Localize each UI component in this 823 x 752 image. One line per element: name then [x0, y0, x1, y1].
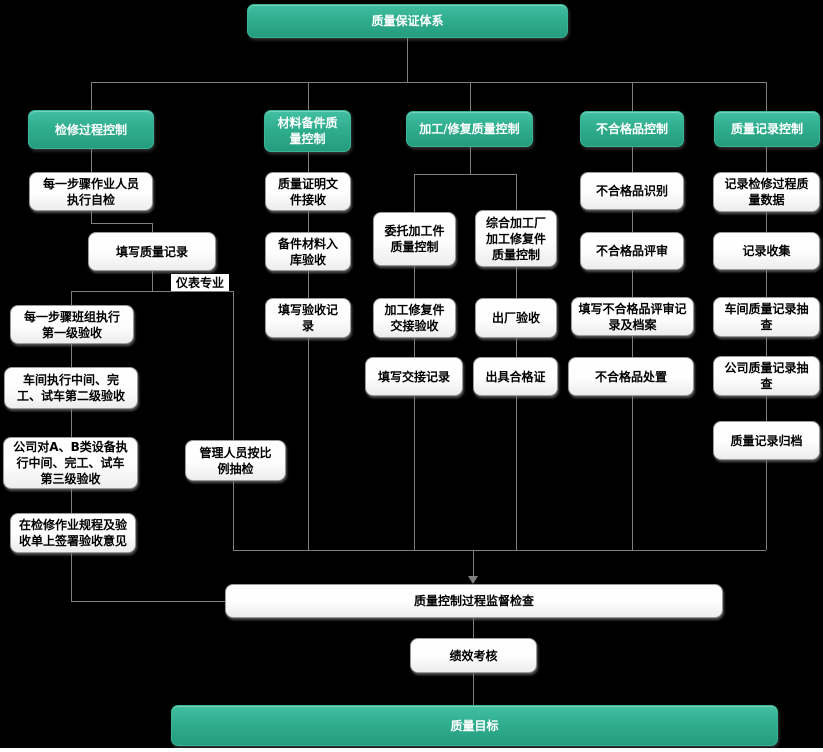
connector-line	[233, 481, 234, 550]
connector-line	[91, 82, 92, 110]
connector-line	[473, 550, 474, 577]
connector-line	[71, 409, 72, 437]
label-instrument-specialty: 仪表专业	[171, 274, 229, 291]
connector-line	[516, 396, 517, 550]
node-quality-goal: 质量目标	[171, 705, 778, 746]
connector-line	[632, 336, 633, 357]
connector-line	[766, 147, 767, 172]
connector-line	[470, 82, 471, 111]
connector-line	[71, 291, 72, 305]
node-quality-assurance-system: 质量保证体系	[247, 4, 568, 38]
node-quality-cert-doc-receipt: 质量证明文件接收	[265, 172, 351, 211]
header-nonconforming-control: 不合格品控制	[580, 111, 684, 147]
node-workshop-record-spot-check: 车间质量记录抽查	[713, 297, 820, 337]
connector-line	[91, 211, 92, 223]
connector-line	[414, 338, 415, 357]
merge-arrow-down	[468, 576, 478, 584]
connector-line	[233, 550, 766, 551]
header-overhaul-process-control: 检修过程控制	[28, 110, 154, 149]
node-nonconforming-disposal: 不合格品处置	[568, 357, 694, 396]
connector-line	[71, 291, 233, 292]
connector-line	[766, 337, 767, 356]
node-general-plant-repair-quality: 综合加工厂加工修复件质量控制	[475, 210, 557, 267]
connector-line	[766, 212, 767, 232]
node-supervision-inspection: 质量控制过程监督检查	[225, 584, 723, 618]
connector-line	[766, 82, 767, 111]
header-processing-repair-quality: 加工/修复质量控制	[406, 111, 533, 147]
connector-line	[632, 210, 633, 232]
connector-line	[516, 267, 517, 298]
connector-line	[516, 338, 517, 357]
connector-line	[632, 270, 633, 297]
connector-line	[414, 266, 415, 298]
connector-line	[71, 553, 72, 601]
node-factory-acceptance: 出厂验收	[475, 298, 557, 338]
connector-line	[414, 174, 415, 212]
connector-line	[91, 149, 92, 172]
connector-line	[71, 601, 225, 602]
node-fill-nonconforming-review-record: 填写不合格品评审记录及档案	[571, 297, 694, 336]
connector-line	[308, 271, 309, 298]
node-performance-assessment: 绩效考核	[410, 638, 537, 673]
node-workshop-second-level-acceptance: 车间执行中间、完工、试车第二级验收	[4, 367, 138, 409]
node-manager-sampling: 管理人员按比例抽检	[185, 440, 286, 481]
node-nonconforming-review: 不合格品评审	[580, 232, 684, 270]
connector-line	[766, 270, 767, 297]
connector-line	[766, 396, 767, 421]
node-fill-handover-record: 填写交接记录	[365, 357, 463, 396]
connector-line	[632, 82, 633, 111]
connector-line	[91, 223, 152, 224]
node-record-collection: 记录收集	[713, 232, 820, 270]
connector-line	[473, 618, 474, 638]
connector-line	[632, 147, 633, 172]
connector-line	[632, 396, 633, 550]
page-edge	[0, 748, 823, 752]
node-repair-parts-handover-acceptance: 加工修复件交接验收	[373, 298, 456, 338]
connector-line	[308, 152, 309, 172]
node-nonconforming-identification: 不合格品识别	[580, 172, 684, 210]
node-spare-material-warehouse-acceptance: 备件材料入库验收	[265, 232, 351, 271]
node-sign-acceptance-opinion: 在检修作业规程及验收单上签署验收意见	[10, 513, 136, 553]
node-fill-quality-record: 填写质量记录	[88, 232, 216, 271]
node-company-record-spot-check: 公司质量记录抽查	[713, 356, 820, 396]
connector-line	[308, 82, 309, 110]
connector-line	[516, 174, 517, 210]
node-issue-certificate: 出具合格证	[473, 357, 558, 396]
node-record-archiving: 质量记录归档	[713, 421, 820, 460]
header-material-spares-quality: 材料备件质量控制	[264, 110, 351, 152]
connector-line	[71, 489, 72, 513]
node-self-inspection: 每一步骤作业人员执行自检	[29, 172, 153, 211]
connector-line	[407, 38, 408, 82]
connector-line	[308, 211, 309, 232]
connector-line	[414, 174, 516, 175]
connector-line	[766, 460, 767, 550]
node-outsourced-parts-quality: 委托加工件质量控制	[373, 212, 456, 266]
connector-line	[152, 223, 153, 232]
node-record-process-quality-data: 记录检修过程质量数据	[713, 172, 820, 212]
connector-line	[414, 396, 415, 550]
node-company-third-level-acceptance: 公司对A、B类设备执行中间、完工、试车第三级验收	[3, 437, 138, 489]
connector-line	[470, 147, 471, 174]
node-fill-acceptance-record: 填写验收记录	[265, 298, 351, 338]
connector-line	[152, 271, 153, 291]
header-quality-record-control: 质量记录控制	[714, 111, 820, 147]
connector-line	[91, 82, 766, 83]
connector-line	[308, 338, 309, 550]
connector-line	[473, 673, 474, 705]
connector-line	[233, 291, 234, 440]
connector-line	[71, 344, 72, 367]
node-team-first-level-acceptance: 每一步骤班组执行第一级验收	[10, 305, 134, 344]
